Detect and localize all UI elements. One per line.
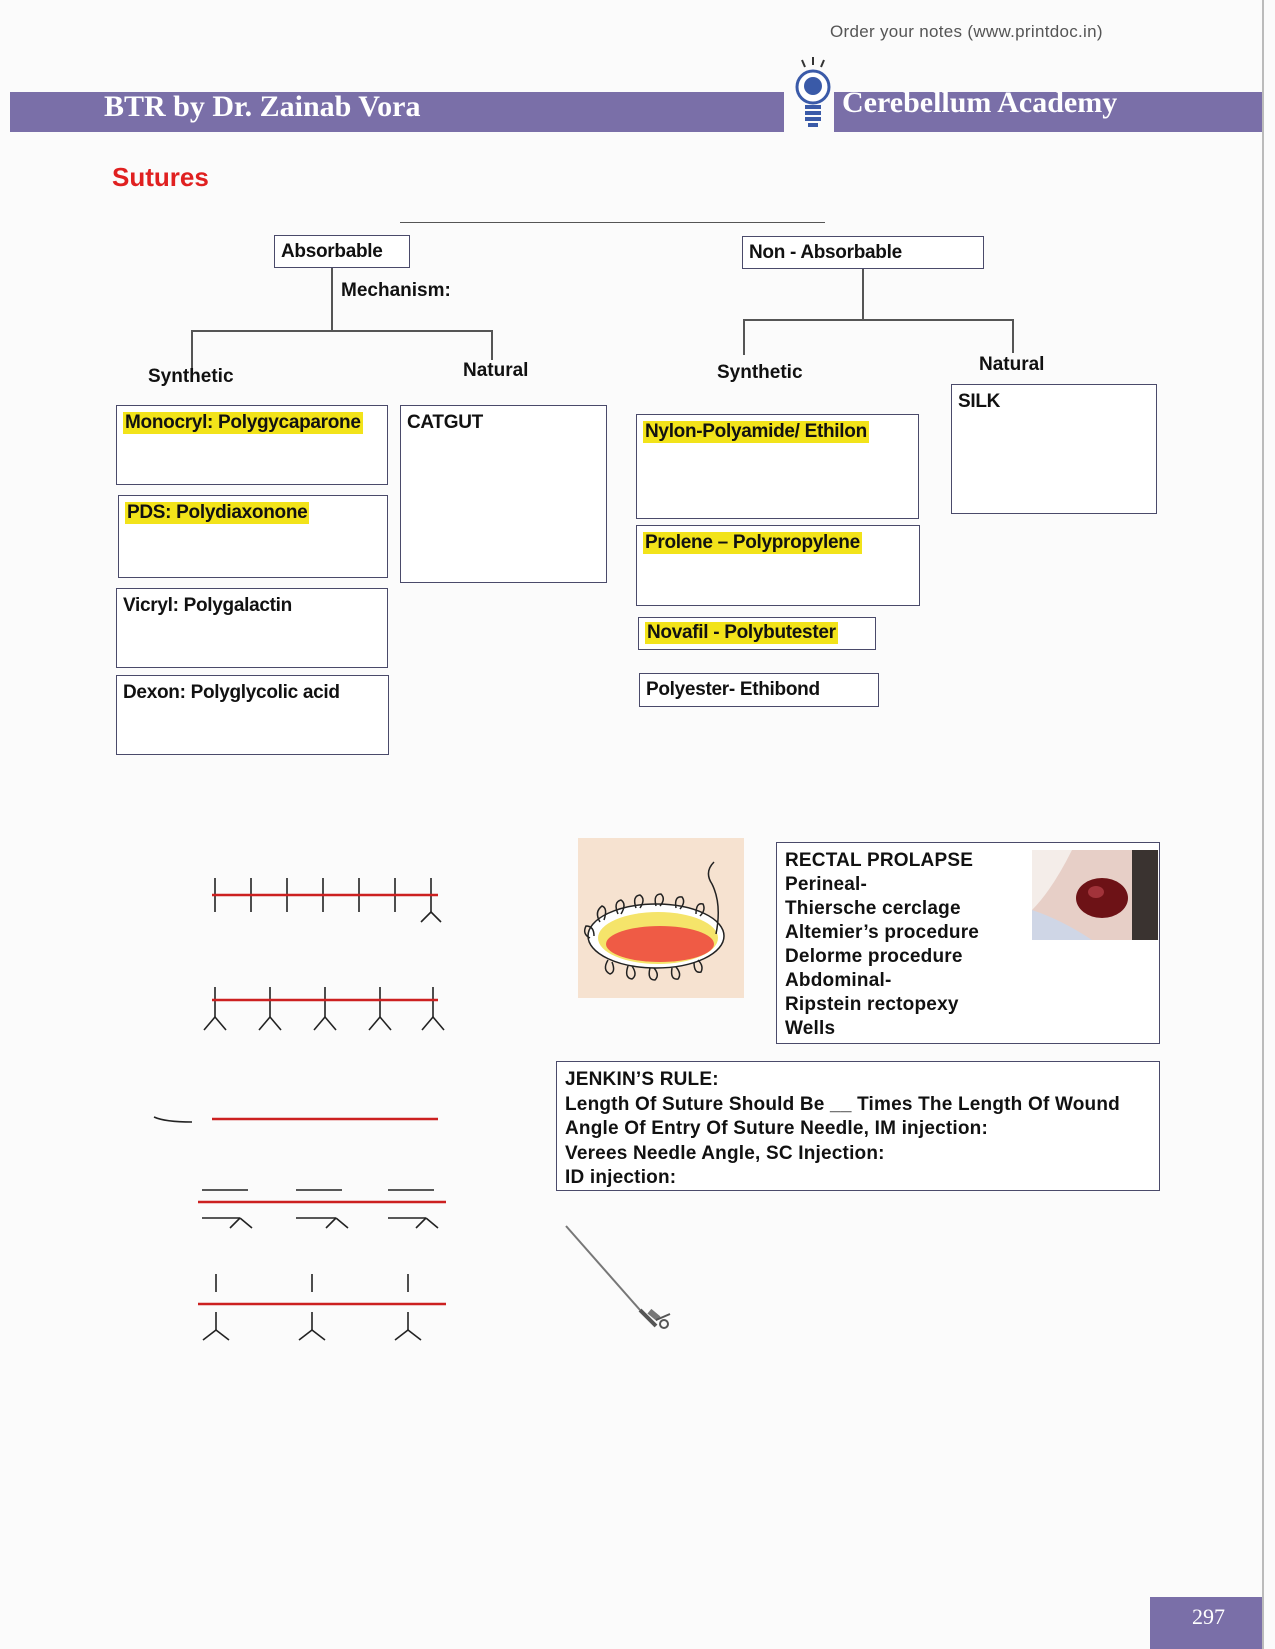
polyester-box: Polyester- Ethibond xyxy=(639,673,879,707)
header-band xyxy=(10,92,1262,132)
page-right-border xyxy=(1262,0,1264,1649)
suture-technique-diagrams xyxy=(153,878,446,1341)
order-notes-link[interactable]: Order your notes (www.printdoc.in) xyxy=(830,22,1103,41)
catgut-box: CATGUT xyxy=(400,405,607,583)
top-connector xyxy=(400,222,825,223)
catgut-label: CATGUT xyxy=(407,412,483,433)
abs-natural-label: Natural xyxy=(463,360,529,381)
pds-label: PDS: Polydiaxonone xyxy=(125,502,310,524)
polyester-label: Polyester- Ethibond xyxy=(646,679,820,700)
non-absorbable-box: Non - Absorbable xyxy=(742,236,984,269)
absorbable-stem xyxy=(331,268,333,330)
nonabs-synthetic-label: Synthetic xyxy=(717,362,803,383)
prolene-label: Prolene – Polypropylene xyxy=(643,532,862,554)
rectal-prolapse-line: Delorme procedure xyxy=(785,946,963,967)
non-absorbable-label: Non - Absorbable xyxy=(749,242,902,263)
lightbulb-brain-icon xyxy=(795,57,831,127)
nylon-box: Nylon-Polyamide/ Ethilon xyxy=(636,414,919,519)
silk-label: SILK xyxy=(958,391,1001,412)
page-number-band xyxy=(1150,1597,1262,1649)
jenkins-rule-line: ID injection: xyxy=(565,1167,677,1188)
nonabs-synthetic-drop xyxy=(743,319,745,355)
header-right-title: Cerebellum Academy xyxy=(842,86,1118,119)
novafil-box: Novafil - Polybutester xyxy=(638,617,876,650)
dexon-box: Dexon: Polyglycolic acid xyxy=(116,675,389,755)
jenkins-rule-line: Angle Of Entry Of Suture Needle, IM inje… xyxy=(565,1118,989,1139)
novafil-label: Novafil - Polybutester xyxy=(645,622,838,644)
jenkins-rule-line: Length Of Suture Should Be __ Times The … xyxy=(565,1093,1120,1115)
absorbable-label: Absorbable xyxy=(281,241,383,262)
absorbable-box: Absorbable xyxy=(274,235,410,268)
monocryl-label: Monocryl: Polygycaparone xyxy=(123,412,363,434)
nonabs-stem xyxy=(862,269,864,319)
jenkins-rule-heading: JENKIN’S RULE: xyxy=(565,1069,719,1090)
rectal-prolapse-heading: RECTAL PROLAPSE xyxy=(785,850,974,871)
nonabs-branch xyxy=(743,319,1013,321)
pds-box: PDS: Polydiaxonone xyxy=(118,495,388,578)
page-title: Sutures xyxy=(112,162,209,192)
monocryl-box: Monocryl: Polygycaparone xyxy=(116,405,388,485)
rectal-prolapse-box: RECTAL PROLAPSE Perineal- Thiersche cerc… xyxy=(776,842,1160,1044)
rectal-prolapse-line: Abdominal- xyxy=(785,970,892,991)
abs-synthetic-label: Synthetic xyxy=(148,366,234,387)
nonabs-natural-label: Natural xyxy=(979,354,1045,375)
dexon-label: Dexon: Polyglycolic acid xyxy=(123,682,340,703)
page-number: 297 xyxy=(1192,1604,1225,1629)
nonabs-natural-drop xyxy=(1012,319,1014,353)
rectal-prolapse-line: Altemier’s procedure xyxy=(785,922,980,943)
header-left-title: BTR by Dr. Zainab Vora xyxy=(104,90,421,123)
veress-needle-icon xyxy=(565,1225,671,1329)
jenkins-rule-line: Verees Needle Angle, SC Injection: xyxy=(565,1142,885,1164)
absorbable-branch xyxy=(191,330,492,332)
jenkins-rule-box: JENKIN’S RULE: Length Of Suture Should B… xyxy=(556,1061,1160,1191)
abs-natural-drop xyxy=(491,330,493,360)
rectal-prolapse-line: Wells xyxy=(785,1018,836,1039)
prolene-box: Prolene – Polypropylene xyxy=(636,525,920,606)
rectal-prolapse-line: Perineal- xyxy=(785,874,868,895)
abs-synthetic-drop xyxy=(191,330,193,368)
rectal-prolapse-line: Thiersche cerclage xyxy=(785,898,961,919)
mechanism-label: Mechanism: xyxy=(341,280,451,301)
nylon-label: Nylon-Polyamide/ Ethilon xyxy=(643,421,869,443)
silk-box: SILK xyxy=(951,384,1157,514)
purse-string-suture-illustration xyxy=(578,838,744,998)
vicryl-box: Vicryl: Polygalactin xyxy=(116,588,388,668)
rectal-prolapse-photo xyxy=(1032,850,1158,940)
rectal-prolapse-line: Ripstein rectopexy xyxy=(785,994,959,1015)
vicryl-label: Vicryl: Polygalactin xyxy=(123,595,292,616)
